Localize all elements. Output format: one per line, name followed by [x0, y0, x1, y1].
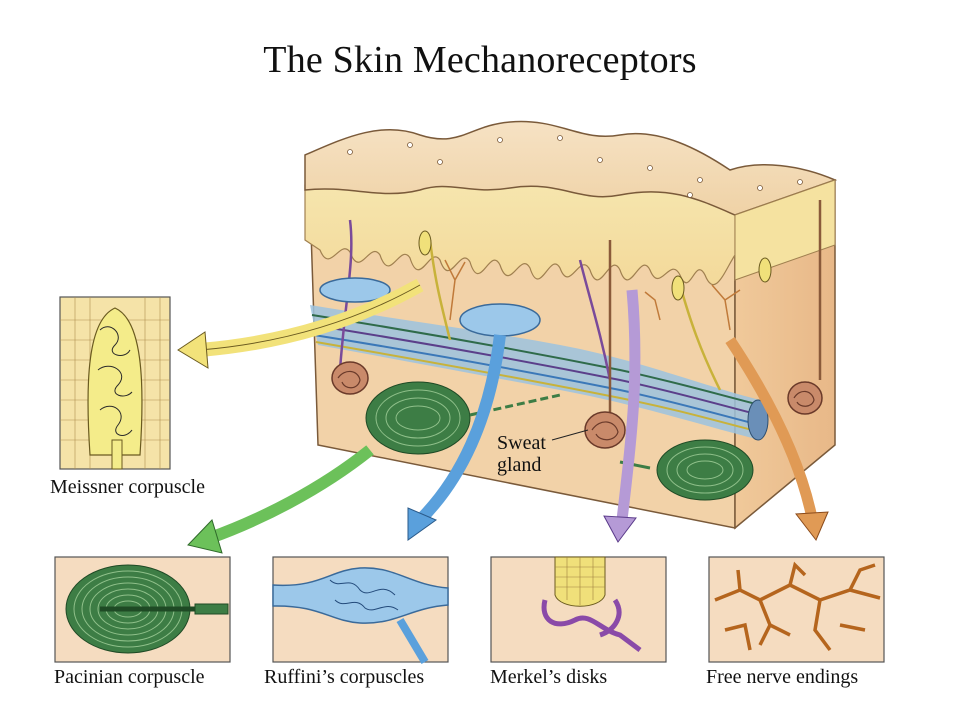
- sweat-gland-label: Sweat gland: [497, 432, 546, 476]
- free-nerve-label: Free nerve endings: [706, 666, 859, 688]
- merkel-panel: [490, 556, 667, 663]
- free-nerve-panel: [708, 556, 885, 663]
- ruffini-label: Ruffini’s corpuscles: [264, 666, 425, 688]
- page-title: The Skin Mechanoreceptors: [263, 39, 697, 81]
- arrow-ruffini: [407, 334, 506, 541]
- arrow-merkel: [603, 289, 641, 543]
- arrow-pacinian: [187, 445, 374, 554]
- meissner-label: Meissner corpuscle: [50, 476, 205, 498]
- pacinian-label: Pacinian corpuscle: [54, 666, 205, 688]
- sweat-label-line2: gland: [497, 454, 542, 476]
- pacinian-panel: [54, 556, 231, 663]
- merkel-label: Merkel’s disks: [490, 666, 608, 688]
- arrow-meissner: [177, 278, 424, 369]
- sweat-label-line1: Sweat: [497, 432, 546, 454]
- ruffini-panel: [272, 556, 449, 665]
- meissner-panel: [59, 296, 171, 470]
- arrow-free-nerve: [725, 336, 829, 541]
- skin-block: [304, 120, 838, 530]
